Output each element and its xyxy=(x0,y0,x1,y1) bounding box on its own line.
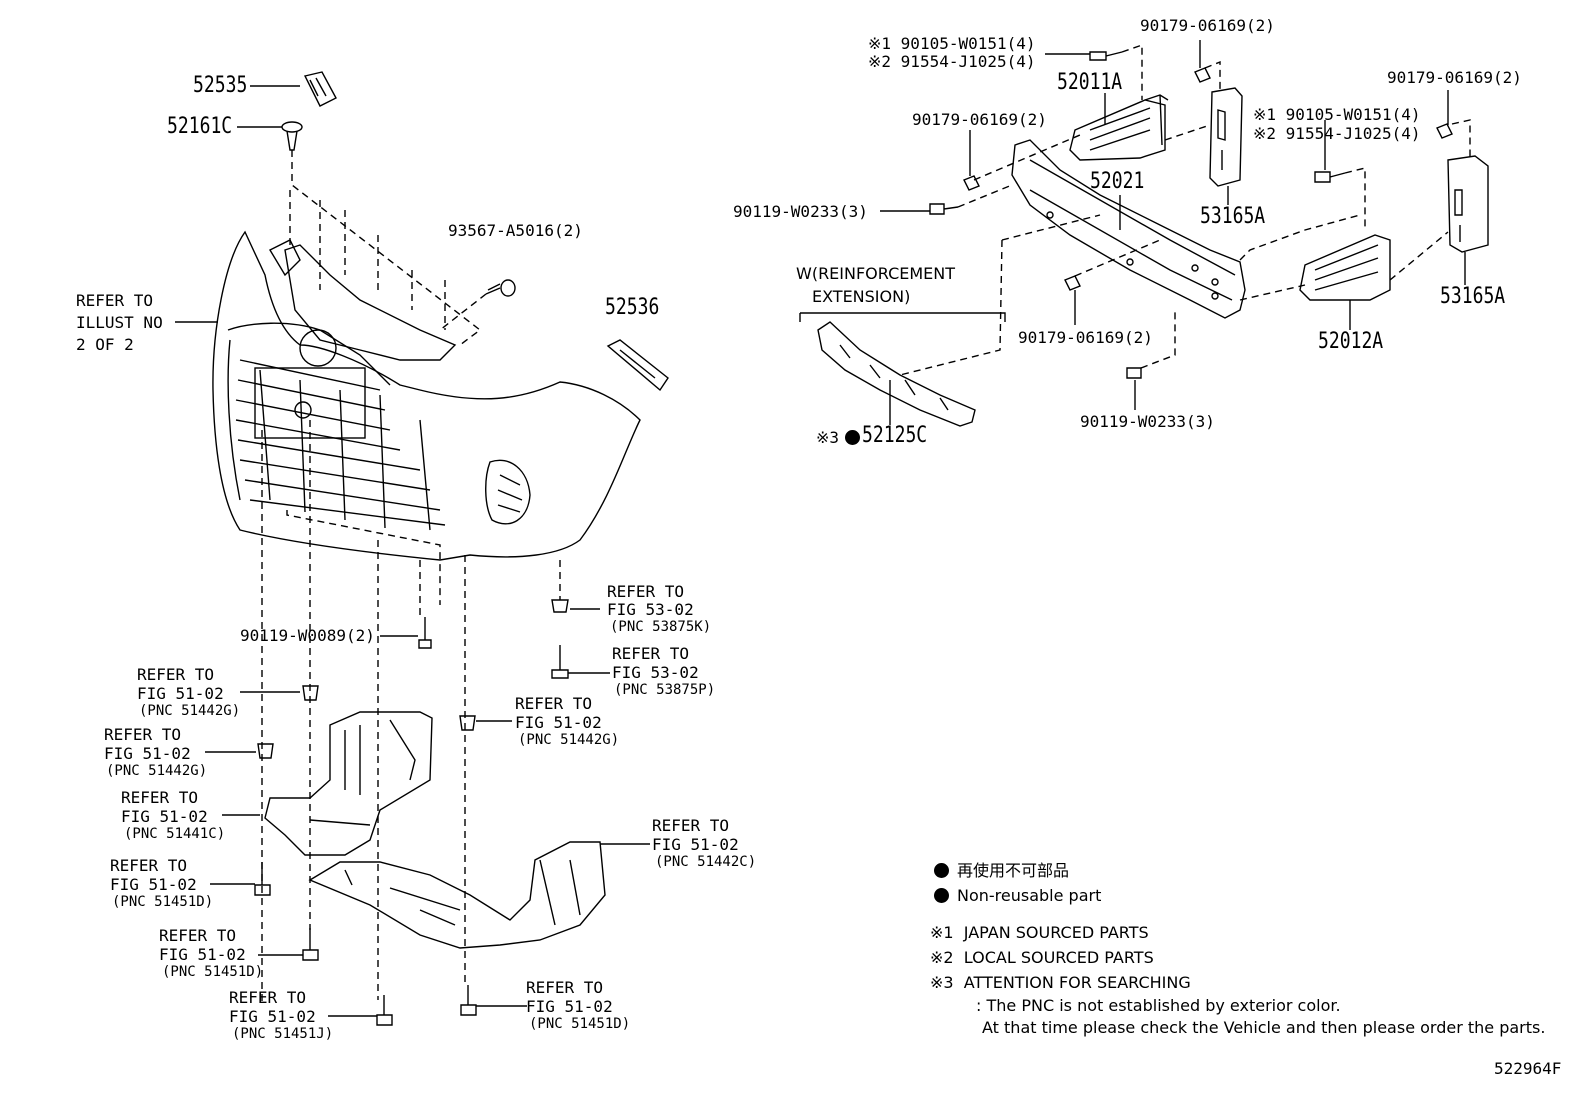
refer-51451d-c-line3: (PNC 51451D) xyxy=(529,1016,631,1032)
extension-52012a xyxy=(1299,234,1391,301)
legend-nonreusable-jp: 再使用不可部品 xyxy=(934,861,1069,881)
label-nut-left: 90179-06169(2) xyxy=(912,110,1047,129)
refer-53875p-line1: REFER TO xyxy=(612,644,690,663)
undercover-rear xyxy=(308,841,606,949)
label-52161c: 52161C xyxy=(167,114,233,139)
legend-dot-jp xyxy=(934,863,949,878)
refer-51442g-a-line3: (PNC 51442G) xyxy=(139,703,241,719)
refer-53875k-line2: FIG 53-02 xyxy=(607,600,694,619)
refer-51442g-b-line1: REFER TO xyxy=(104,725,182,744)
leader-lines-left xyxy=(175,85,650,1017)
refer-51442g-c-line2: FIG 51-02 xyxy=(515,713,602,732)
bracket-53165a-left xyxy=(1209,87,1243,187)
refer-illust-line3: 2 OF 2 xyxy=(76,335,134,354)
label-bolt-right-2: ※2 91554-J1025(4) xyxy=(1253,124,1421,143)
label-52021: 52021 xyxy=(1090,169,1145,194)
refer-53875p-line2: FIG 53-02 xyxy=(612,663,699,682)
label-w-reinforcement-1: W(REINFORCEMENT xyxy=(796,264,956,283)
label-nut-right: 90179-06169(2) xyxy=(1387,68,1522,87)
refer-51441c-line1: REFER TO xyxy=(121,788,199,807)
label-52011a: 52011A xyxy=(1057,70,1123,95)
label-bolt-left-2: ※2 91554-J1025(4) xyxy=(868,52,1036,71)
assembly-lines-right xyxy=(899,44,1471,376)
refer-51442g-b-line2: FIG 51-02 xyxy=(104,744,191,763)
legend-note1: ※1 JAPAN SOURCED PARTS xyxy=(930,923,1149,942)
label-52125c: 52125C xyxy=(862,423,928,448)
reinforcement-extension-52125c xyxy=(817,321,976,427)
label-53165a-left: 53165A xyxy=(1200,204,1266,229)
clip-52535 xyxy=(303,71,337,107)
refer-51451j-line2: FIG 51-02 xyxy=(229,1007,316,1026)
refer-51442c-line2: FIG 51-02 xyxy=(652,835,739,854)
label-53165a-right: 53165A xyxy=(1440,284,1506,309)
refer-illust-line1: REFER TO xyxy=(76,291,154,310)
legend-dot-en xyxy=(934,888,949,903)
refer-51451d-a-line1: REFER TO xyxy=(110,856,188,875)
label-90119-w0233-left: 90119-W0233(3) xyxy=(733,202,868,221)
label-52535: 52535 xyxy=(193,73,248,98)
label-90119-w0233-bottom: 90119-W0233(3) xyxy=(1080,412,1215,431)
legend-note2: ※2 LOCAL SOURCED PARTS xyxy=(930,948,1154,967)
refer-51442g-a-line2: FIG 51-02 xyxy=(137,684,224,703)
label-52012a: 52012A xyxy=(1318,329,1384,354)
label-90119-w0089: 90119-W0089(2) xyxy=(240,626,375,645)
refer-51451d-a-line2: FIG 51-02 xyxy=(110,875,197,894)
leader-lines-right xyxy=(799,40,1466,425)
refer-51451d-b-line3: (PNC 51451D) xyxy=(162,964,264,980)
label-52125c-prefix: ※3 xyxy=(816,428,840,447)
figure-id: 522964F xyxy=(1494,1059,1562,1078)
refer-51451j-line1: REFER TO xyxy=(229,988,307,1007)
refer-51442g-a-line1: REFER TO xyxy=(137,665,215,684)
refer-51442g-c-line3: (PNC 51442G) xyxy=(518,732,620,748)
assembly-lines-left xyxy=(261,150,561,1005)
refer-51451d-b-line1: REFER TO xyxy=(159,926,237,945)
refer-51442c-line1: REFER TO xyxy=(652,816,730,835)
refer-51442c-line3: (PNC 51442C) xyxy=(655,854,757,870)
refer-51441c-line2: FIG 51-02 xyxy=(121,807,208,826)
refer-51442g-c-line1: REFER TO xyxy=(515,694,593,713)
label-w-reinforcement-2: EXTENSION) xyxy=(812,287,911,306)
right-fasteners xyxy=(929,51,1453,379)
extension-52011a xyxy=(1069,94,1169,161)
undercover-front xyxy=(264,711,433,856)
refer-51451d-c-line2: FIG 51-02 xyxy=(526,997,613,1016)
refer-51442g-b-line3: (PNC 51442G) xyxy=(106,763,208,779)
bottom-fasteners xyxy=(254,599,569,1026)
refer-51451d-b-line2: FIG 51-02 xyxy=(159,945,246,964)
label-52536: 52536 xyxy=(605,295,660,320)
label-bolt-left-1: ※1 90105-W0151(4) xyxy=(868,34,1036,53)
refer-53875k-line3: (PNC 53875K) xyxy=(610,619,712,635)
nonreusable-dot-52125c xyxy=(845,430,860,445)
legend-note3-line2: At that time please check the Vehicle an… xyxy=(982,1018,1546,1037)
refer-51451j-line3: (PNC 51451J) xyxy=(232,1026,334,1042)
legend-note3: ※3 ATTENTION FOR SEARCHING xyxy=(930,973,1191,992)
label-93567-a5016: 93567-A5016(2) xyxy=(448,221,583,240)
legend-nonreusable-en: Non-reusable part xyxy=(934,886,1101,906)
refer-illust-line2: ILLUST NO xyxy=(76,313,163,332)
refer-51441c-line3: (PNC 51441C) xyxy=(124,826,226,842)
clip-52536 xyxy=(606,339,669,392)
screw-93567 xyxy=(485,279,516,297)
front-bumper-cover xyxy=(212,230,641,561)
label-nut-top: 90179-06169(2) xyxy=(1140,16,1275,35)
legend-nonreusable-jp-text: 再使用不可部品 xyxy=(957,861,1070,880)
label-bolt-right-1: ※1 90105-W0151(4) xyxy=(1253,105,1421,124)
refer-51451d-a-line3: (PNC 51451D) xyxy=(112,894,214,910)
refer-53875k-line1: REFER TO xyxy=(607,582,685,601)
bracket-53165a-right xyxy=(1447,155,1489,253)
refer-53875p-line3: (PNC 53875P) xyxy=(614,682,716,698)
pin-52161c xyxy=(281,121,303,151)
legend-note3-line1: : The PNC is not established by exterior… xyxy=(976,996,1341,1015)
label-nut-bottom: 90179-06169(2) xyxy=(1018,328,1153,347)
legend-nonreusable-en-text: Non-reusable part xyxy=(957,886,1102,905)
refer-51451d-c-line1: REFER TO xyxy=(526,978,604,997)
